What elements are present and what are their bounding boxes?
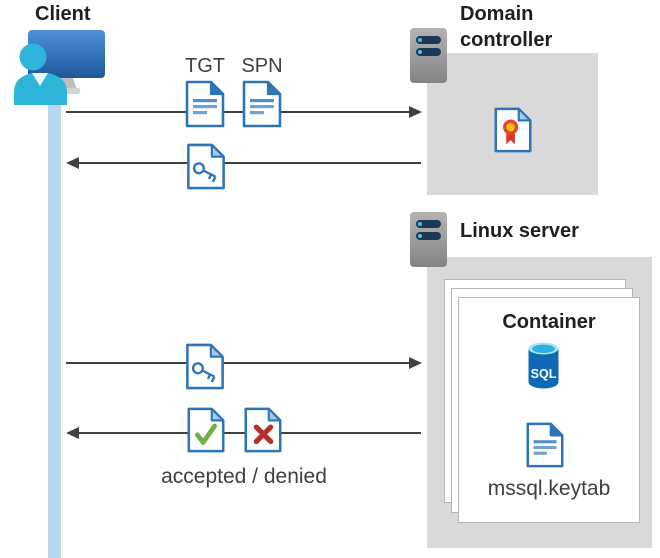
accepted-document-icon: [186, 407, 226, 453]
spn-label: SPN: [241, 55, 283, 77]
arrow-dc-to-client-line: [78, 162, 421, 164]
key-document-icon-bottom: [185, 343, 225, 390]
key-document-icon-top: [186, 143, 226, 190]
sql-database-icon: SQL: [528, 342, 559, 389]
arrow-client-to-linux-head: [409, 357, 422, 369]
server-bar-icon: [416, 220, 441, 228]
spn-document-icon: [242, 80, 282, 128]
arrow-client-to-linux-line: [66, 362, 410, 364]
container-label: Container: [502, 311, 596, 333]
mssql-keytab-label: mssql.keytab: [487, 477, 611, 500]
domain-controller-server-icon: [410, 28, 447, 83]
certificate-document-icon: [493, 107, 533, 153]
arrow-dc-to-client-head: [66, 157, 79, 169]
tgt-document-icon: [185, 80, 225, 128]
domain-controller-label: Domain controller: [460, 3, 553, 51]
denied-document-icon: [243, 407, 283, 453]
client-lifeline: [48, 88, 61, 558]
server-bar-icon: [416, 36, 441, 44]
sql-badge-text: SQL: [531, 367, 557, 381]
tgt-label: TGT: [185, 55, 225, 77]
arrow-linux-to-client-head: [66, 427, 79, 439]
server-bar-icon: [416, 232, 441, 240]
linux-server-icon: [410, 212, 447, 267]
keytab-document-icon: [525, 422, 565, 468]
person-at-monitor-icon: [14, 30, 105, 105]
client-label: Client: [35, 3, 91, 25]
server-bar-icon: [416, 48, 441, 56]
container-page-front: [458, 297, 640, 523]
arrow-client-to-dc-line: [66, 111, 410, 113]
accepted-denied-label: accepted / denied: [161, 465, 327, 488]
linux-server-label: Linux server: [460, 220, 579, 242]
arrow-client-to-dc-head: [409, 106, 422, 118]
